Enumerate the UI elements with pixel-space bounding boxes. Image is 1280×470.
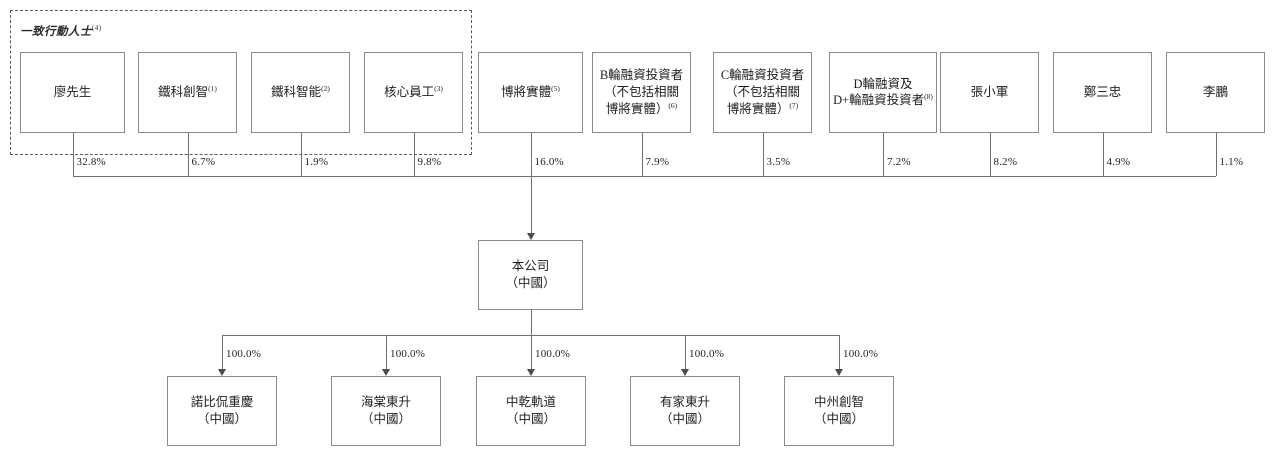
- node-label: 本公司（中國）: [505, 259, 556, 290]
- shareholder-drop-line-5: [530, 133, 532, 176]
- subsidiary-arrow-3: [526, 369, 535, 376]
- subsidiary-drop-line-2: [386, 335, 387, 369]
- subsidiary-box-5: 中州創智（中國）: [784, 376, 894, 446]
- shareholder-drop-line-3: [300, 133, 302, 176]
- subsidiary-pct-2: 100.0%: [390, 348, 426, 360]
- subsidiary-arrow-5: [834, 369, 843, 376]
- subsidiary-box-2: 海棠東升（中國）: [331, 376, 441, 446]
- node-label: 有家東升（中國）: [659, 395, 710, 426]
- shareholder-drop-line-6: [641, 133, 643, 176]
- node-label: 諾比侃重慶（中國）: [190, 395, 254, 426]
- shareholder-box-3: 鐵科智能(2): [251, 52, 350, 133]
- company-inflow-line: [531, 176, 532, 233]
- shareholding-pct-4: 9.8%: [417, 156, 442, 168]
- node-label: 李鵬: [1202, 85, 1228, 100]
- concert-parties-frame: [10, 10, 472, 155]
- shareholder-box-4: 核心員工(3): [364, 52, 463, 133]
- shareholding-pct-11: 1.1%: [1219, 156, 1244, 168]
- node-label: B輪融資投資者（不包括相關博將實體）(6): [599, 68, 684, 117]
- top-bus-line: [72, 176, 1216, 177]
- footnote-marker: (4): [92, 24, 102, 33]
- shareholding-pct-10: 4.9%: [1106, 156, 1131, 168]
- shareholder-box-9: 張小軍: [940, 52, 1039, 133]
- subsidiary-box-4: 有家東升（中國）: [630, 376, 740, 446]
- shareholder-box-11: 李鵬: [1166, 52, 1265, 133]
- footnote-marker: (1): [208, 83, 217, 93]
- shareholding-pct-7: 3.5%: [766, 156, 791, 168]
- node-label: 海棠東升（中國）: [360, 395, 411, 426]
- subsidiary-drop-line-4: [685, 335, 686, 369]
- subsidiary-arrow-4: [680, 369, 689, 376]
- company-outflow-line: [531, 310, 532, 335]
- shareholding-pct-5: 16.0%: [534, 156, 564, 168]
- shareholding-pct-9: 8.2%: [993, 156, 1018, 168]
- node-label: C輪融資投資者（不包括相關博將實體）(7): [720, 68, 805, 117]
- shareholder-drop-line-7: [762, 133, 764, 176]
- footnote-marker: (8): [924, 92, 933, 102]
- shareholder-drop-line-10: [1102, 133, 1104, 176]
- shareholder-box-6: B輪融資投資者（不包括相關博將實體）(6): [592, 52, 691, 133]
- node-label: 核心員工(3): [384, 83, 443, 100]
- subsidiary-arrow-2: [381, 369, 390, 376]
- company-inflow-arrow: [526, 233, 535, 240]
- subsidiary-drop-line-1: [222, 335, 223, 369]
- concert-parties-label: 一致行動人士(4): [20, 24, 102, 38]
- shareholder-drop-line-11: [1215, 133, 1217, 176]
- footnote-marker: (7): [789, 100, 799, 110]
- node-label: 中乾軌道（中國）: [505, 395, 556, 426]
- shareholding-pct-3: 1.9%: [304, 156, 329, 168]
- shareholder-box-2: 鐵科創智(1): [138, 52, 237, 133]
- node-label: 廖先生: [53, 85, 92, 100]
- shareholder-box-1: 廖先生: [20, 52, 125, 133]
- node-label: 中州創智（中國）: [813, 395, 864, 426]
- node-label: 張小軍: [970, 85, 1009, 100]
- shareholder-drop-line-4: [413, 133, 415, 176]
- shareholder-box-7: C輪融資投資者（不包括相關博將實體）(7): [713, 52, 812, 133]
- footnote-marker: (5): [551, 83, 560, 93]
- shareholder-drop-line-9: [989, 133, 991, 176]
- shareholder-box-10: 鄭三忠: [1053, 52, 1152, 133]
- subsidiary-pct-5: 100.0%: [843, 348, 879, 360]
- subsidiary-arrow-1: [217, 369, 226, 376]
- subsidiary-pct-4: 100.0%: [689, 348, 725, 360]
- shareholding-pct-2: 6.7%: [191, 156, 216, 168]
- subsidiary-drop-line-3: [531, 335, 532, 369]
- shareholder-drop-line-1: [72, 133, 74, 176]
- shareholder-drop-line-2: [187, 133, 189, 176]
- subsidiary-drop-line-5: [839, 335, 840, 369]
- bottom-bus-line: [222, 335, 839, 336]
- footnote-marker: (3): [434, 83, 443, 93]
- node-label: 博將實體(5): [501, 83, 560, 100]
- subsidiary-pct-3: 100.0%: [535, 348, 571, 360]
- node-label: 鐵科創智(1): [158, 83, 217, 100]
- node-label: 鐵科智能(2): [271, 83, 330, 100]
- footnote-marker: (6): [668, 100, 678, 110]
- shareholding-pct-6: 7.9%: [645, 156, 670, 168]
- shareholder-box-5: 博將實體(5): [478, 52, 583, 133]
- footnote-marker: (2): [321, 83, 330, 93]
- company-box: 本公司（中國）: [478, 240, 583, 310]
- shareholding-pct-1: 32.8%: [76, 156, 106, 168]
- subsidiary-box-3: 中乾軌道（中國）: [476, 376, 586, 446]
- shareholding-pct-8: 7.2%: [887, 156, 911, 168]
- node-label: 鄭三忠: [1083, 85, 1122, 100]
- subsidiary-pct-1: 100.0%: [226, 348, 262, 360]
- subsidiary-box-1: 諾比侃重慶（中國）: [167, 376, 277, 446]
- shareholder-drop-line-8: [883, 133, 884, 176]
